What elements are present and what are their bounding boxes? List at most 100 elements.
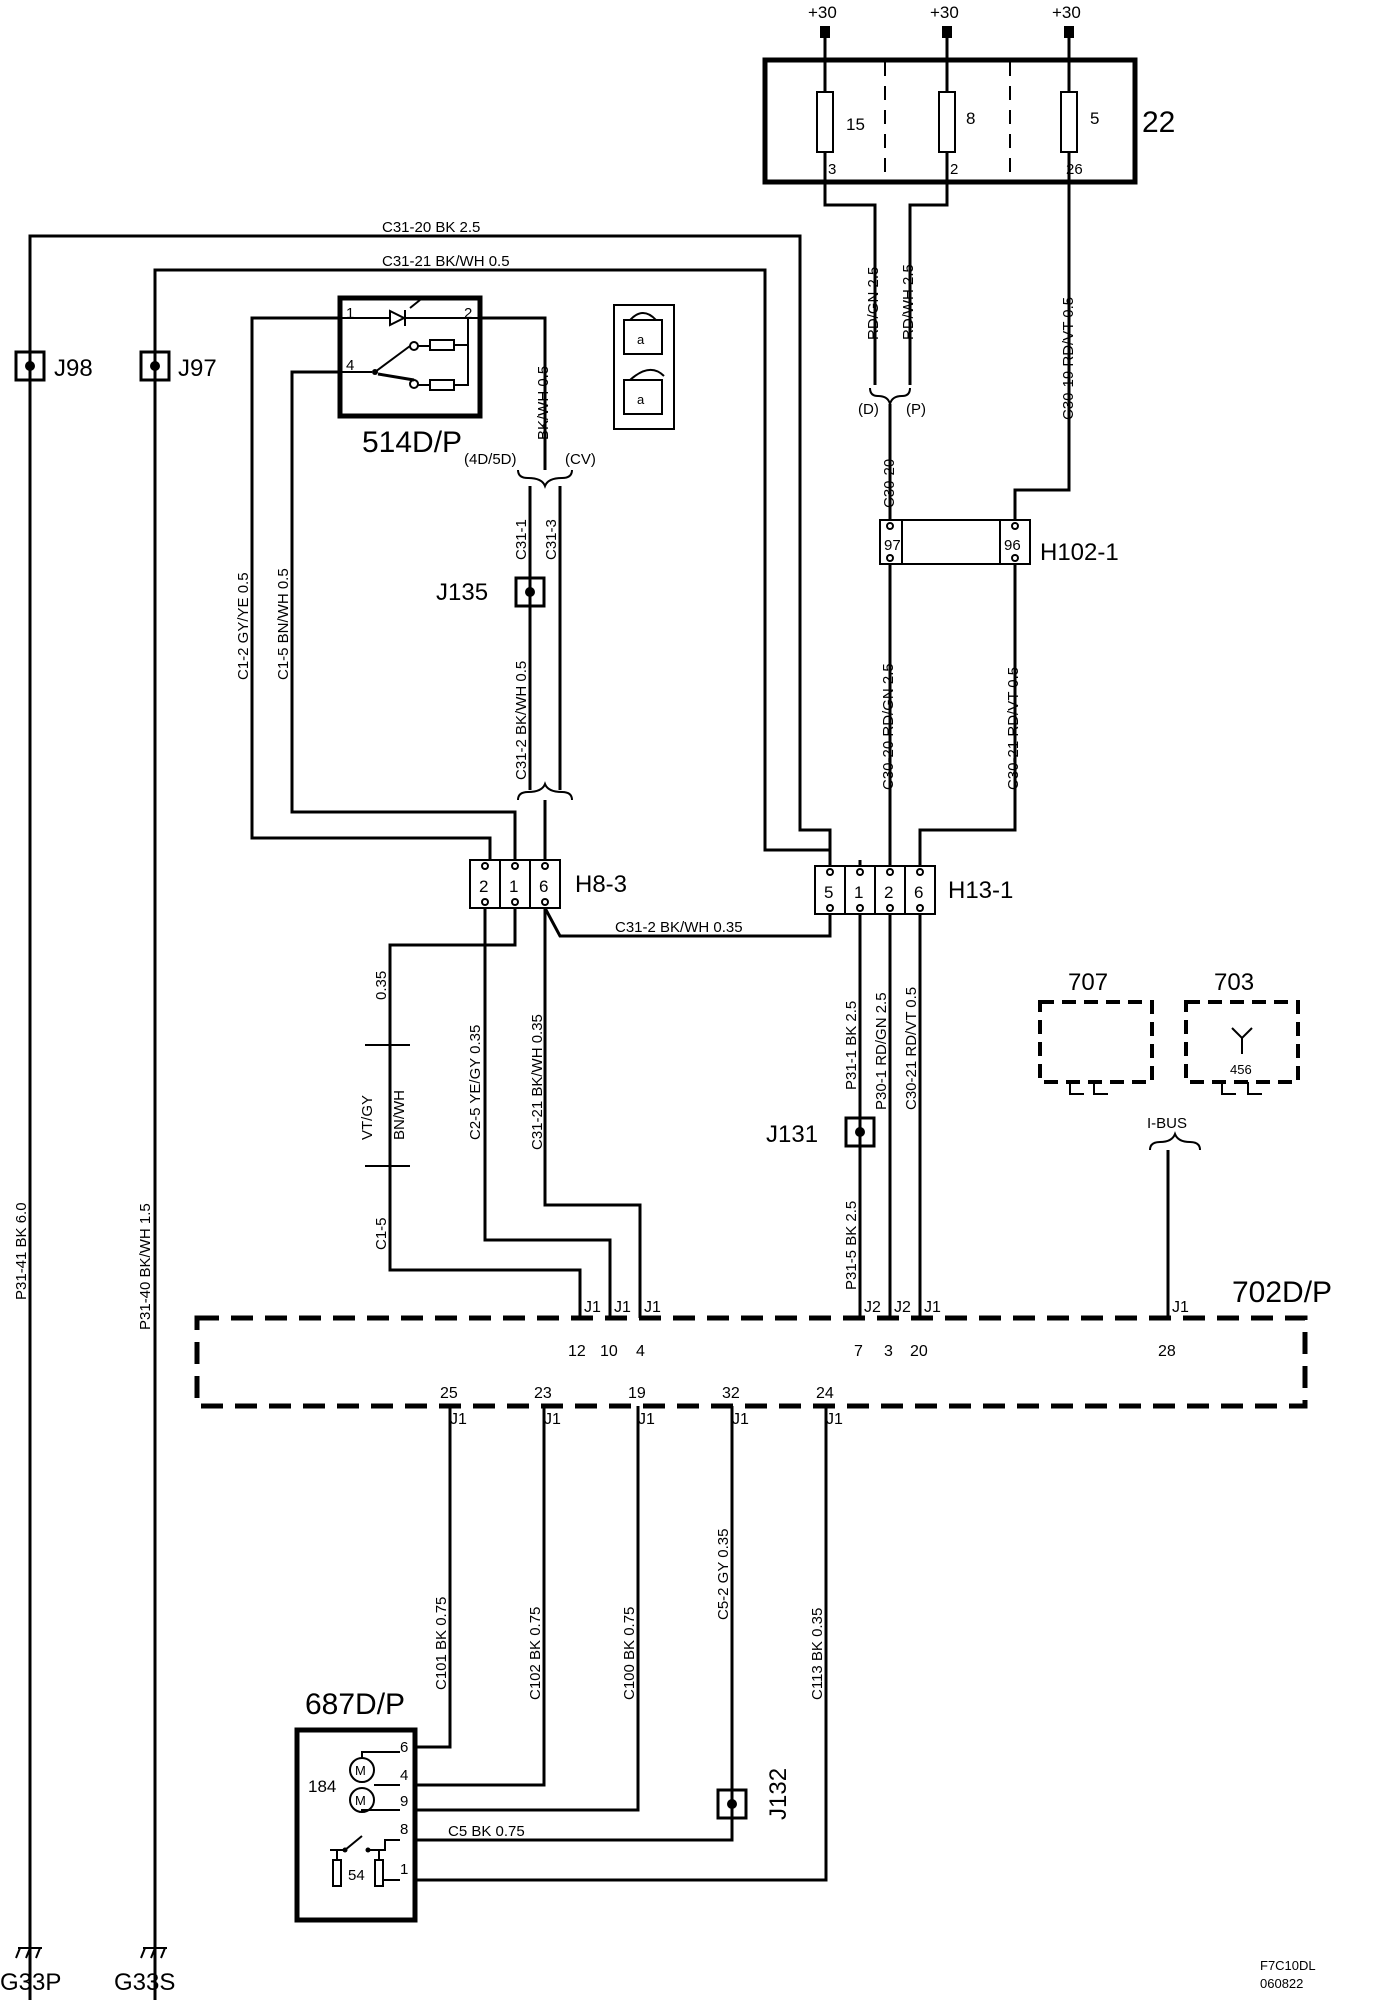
svg-text:J1: J1 [544,1411,561,1428]
svg-text:J1: J1 [638,1411,655,1428]
supply-terminal-2: +30 [930,3,959,62]
svg-text:C101 BK 0.75: C101 BK 0.75 [433,1597,450,1690]
diagram-date: 060822 [1260,1976,1303,1991]
svg-text:7: 7 [854,1343,863,1360]
fuse-box-label: 22 [1142,106,1175,139]
svg-text:707: 707 [1068,969,1108,996]
svg-text:J1: J1 [1172,1299,1189,1316]
svg-text:G33P: G33P [0,1969,61,1996]
fuse-box-22: 22 +30 +30 +30 15 3 8 2 [762,3,1175,185]
fuse-5: 5 26 [1060,62,1099,182]
svg-text:C30-21 RD/VT 0.5: C30-21 RD/VT 0.5 [1005,667,1022,790]
svg-text:6: 6 [400,1739,408,1756]
fuse-feed-wires: RD/GN 2.5 RD/WH 2.5 (D) (P) C30-20 C30-1… [823,182,1077,520]
svg-text:J131: J131 [766,1121,818,1148]
svg-text:C5 BK 0.75: C5 BK 0.75 [448,1823,525,1840]
svg-text:C31-3: C31-3 [543,519,560,560]
svg-text:P30-1 RD/GN 2.5: P30-1 RD/GN 2.5 [873,992,890,1110]
svg-text:C1-2 GY/YE 0.5: C1-2 GY/YE 0.5 [235,572,252,680]
svg-text:C31-2 BK/WH 0.35: C31-2 BK/WH 0.35 [615,919,743,936]
svg-text:702D/P: 702D/P [1232,1276,1332,1309]
lock-icons: a a [613,304,675,430]
svg-text:C30-20 RD/GN 2.5: C30-20 RD/GN 2.5 [880,663,897,790]
svg-text:C113 BK 0.35: C113 BK 0.35 [809,1608,826,1700]
svg-text:J2: J2 [864,1299,881,1316]
svg-text:26: 26 [1066,161,1083,178]
svg-text:456: 456 [1230,1062,1252,1077]
svg-text:BN/WH: BN/WH [391,1090,408,1140]
svg-text:(4D/5D): (4D/5D) [464,451,517,468]
svg-text:24: 24 [816,1385,834,1402]
svg-text:2: 2 [884,883,893,902]
svg-text:C30-21 RD/VT 0.5: C30-21 RD/VT 0.5 [903,987,920,1110]
svg-text:(D): (D) [858,401,879,418]
svg-text:1: 1 [509,877,518,896]
svg-text:M: M [355,1793,366,1808]
connector-h8-3: 2 1 6 H8-3 [469,859,627,909]
svg-text:RD/GN 2.5: RD/GN 2.5 [865,267,882,340]
ground-g33s: G33S [114,1947,175,1996]
svg-text:M: M [355,1763,366,1778]
svg-text:20: 20 [910,1343,928,1360]
svg-text:15: 15 [846,115,865,134]
svg-text:C31-20 BK 2.5: C31-20 BK 2.5 [382,219,480,236]
svg-text:C102 BK 0.75: C102 BK 0.75 [527,1607,544,1700]
svg-text:C31-2 BK/WH 0.5: C31-2 BK/WH 0.5 [513,661,530,780]
svg-text:C31-21 BK/WH 0.5: C31-21 BK/WH 0.5 [382,253,510,270]
svg-text:6: 6 [539,877,548,896]
svg-text:RD/WH 2.5: RD/WH 2.5 [900,264,917,340]
svg-text:1: 1 [346,305,354,322]
svg-text:2: 2 [479,877,488,896]
svg-text:(P): (P) [906,401,926,418]
joint-j97: J97 [139,350,217,382]
svg-text:(CV): (CV) [565,451,596,468]
fuse-8: 8 2 [938,62,975,182]
svg-text:P31-1 BK 2.5: P31-1 BK 2.5 [843,1001,860,1090]
svg-text:54: 54 [348,1867,365,1884]
svg-text:32: 32 [722,1385,740,1402]
svg-text:184: 184 [308,1777,336,1796]
svg-text:J135: J135 [436,579,488,606]
svg-text:J1: J1 [732,1411,749,1428]
connector-h13-1: 5 1 2 6 H13-1 [814,865,1013,915]
svg-text:C30-20: C30-20 [881,459,898,508]
svg-text:J97: J97 [178,355,217,382]
svg-text:+30: +30 [1052,3,1081,22]
svg-text:G33S: G33S [114,1969,175,1996]
svg-text:8: 8 [400,1821,408,1838]
ibus-label: I-BUS [1147,1115,1187,1132]
svg-text:10: 10 [600,1343,618,1360]
svg-text:J2: J2 [894,1299,911,1316]
svg-text:3: 3 [828,161,836,178]
svg-text:19: 19 [628,1385,646,1402]
svg-text:+30: +30 [930,3,959,22]
motor-assembly-687dp: 687D/P 6 4 9 8 1 M M 184 54 [294,1688,418,1923]
svg-text:2: 2 [464,305,472,322]
svg-text:C1-5: C1-5 [373,1217,390,1250]
svg-text:687D/P: 687D/P [305,1688,405,1721]
svg-text:9: 9 [400,1793,408,1810]
supply-terminal-3: +30 [1052,3,1081,62]
control-module-702dp: 702D/P 12 10 4 7 3 20 28 J1 J1 J1 J2 J2 … [194,1276,1332,1428]
connector-h102-1: 97 96 H102-1 [879,519,1119,566]
svg-text:0.35: 0.35 [373,971,390,1000]
joint-j135: J135 [436,576,546,608]
svg-text:C5-2 GY 0.35: C5-2 GY 0.35 [715,1529,732,1620]
joint-j132: J132 [716,1768,792,1820]
h102-label: H102-1 [1040,539,1119,566]
svg-text:a: a [637,332,645,347]
module-703: 703 456 [1184,969,1300,1095]
svg-text:1: 1 [854,883,863,902]
svg-text:C1-5 BN/WH 0.5: C1-5 BN/WH 0.5 [275,568,292,680]
svg-text:12: 12 [568,1343,586,1360]
svg-text:2: 2 [950,161,958,178]
svg-text:C30-19 RD/VT 0.5: C30-19 RD/VT 0.5 [1060,297,1077,420]
svg-text:a: a [637,392,645,407]
svg-text:J1: J1 [644,1299,661,1316]
c31-20-wire: C31-20 BK 2.5 [28,219,832,2000]
svg-text:8: 8 [966,109,975,128]
svg-text:J132: J132 [765,1768,792,1820]
ground-g33p: G33P [0,1947,61,1996]
svg-text:4: 4 [400,1767,408,1784]
